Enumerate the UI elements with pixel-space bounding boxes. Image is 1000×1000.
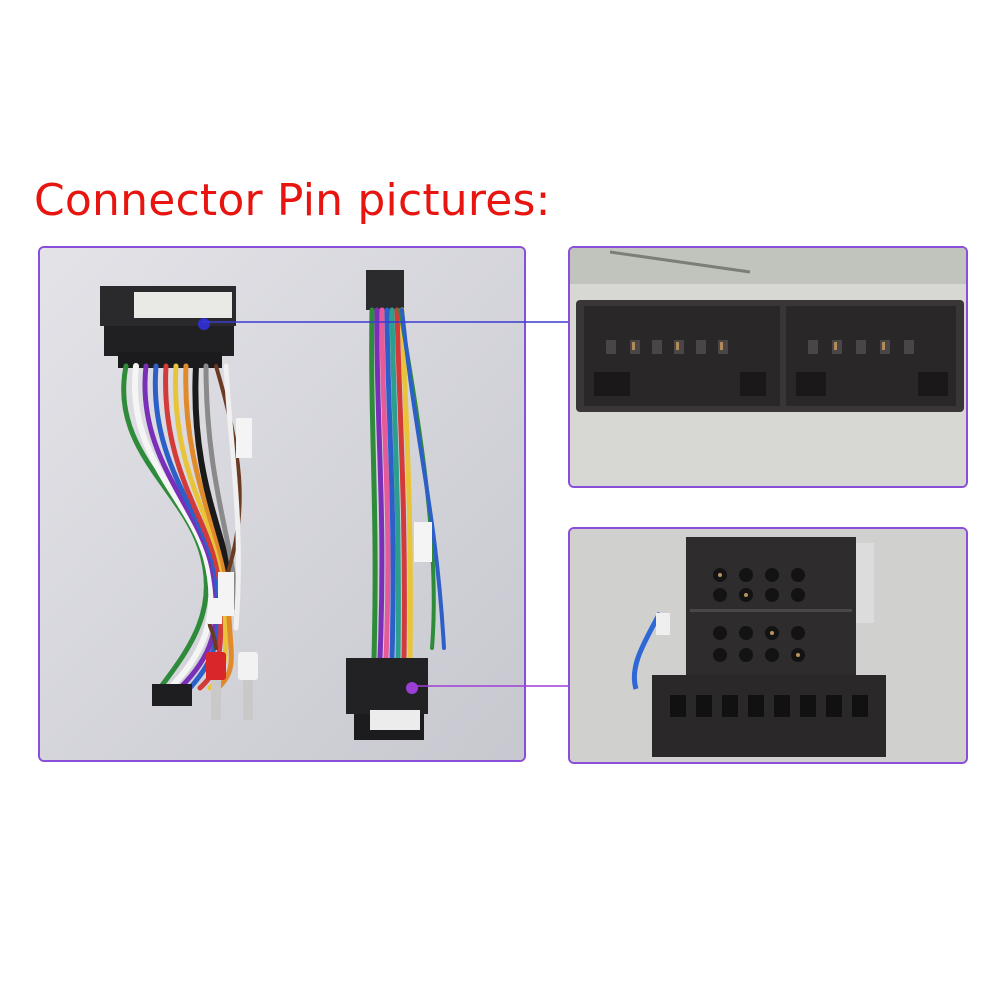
connector-closeup-bottom-illustration — [570, 529, 966, 762]
connector-body-bottom — [652, 537, 886, 757]
small-connector-top — [366, 270, 404, 310]
rca-plugs — [152, 652, 258, 720]
harness-wires-right — [369, 307, 446, 661]
connector-closeup-top-illustration — [570, 248, 966, 486]
harness-photo-panel — [38, 246, 526, 762]
connector-closeup-bottom — [568, 527, 968, 764]
harness-illustration — [40, 248, 524, 760]
page-title: Connector Pin pictures: — [34, 175, 551, 226]
pointer-dot-bottom — [406, 682, 418, 694]
connector-closeup-top — [568, 246, 968, 488]
pointer-dot-top — [198, 318, 210, 330]
small-connector-bottom — [346, 658, 428, 740]
large-connector — [100, 286, 236, 368]
connector-body-top — [576, 300, 964, 412]
